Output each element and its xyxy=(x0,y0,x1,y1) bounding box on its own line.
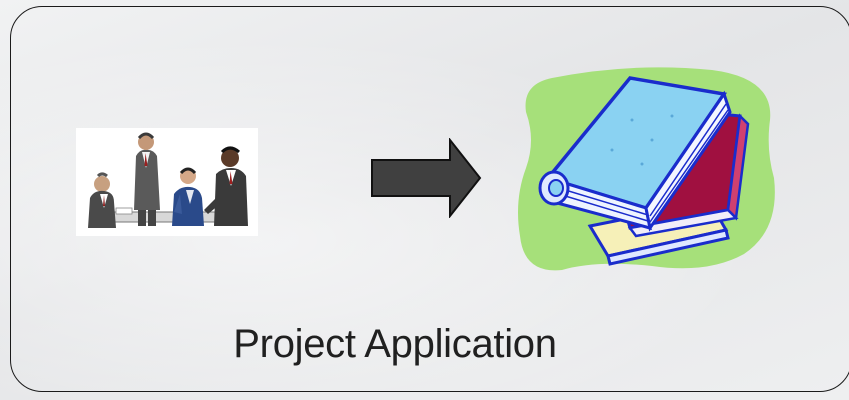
business-meeting-icon xyxy=(76,128,258,236)
right-arrow-icon xyxy=(370,137,482,219)
books-icon xyxy=(512,60,782,276)
caption-text: Project Application xyxy=(233,322,557,366)
rounded-frame xyxy=(10,6,849,392)
